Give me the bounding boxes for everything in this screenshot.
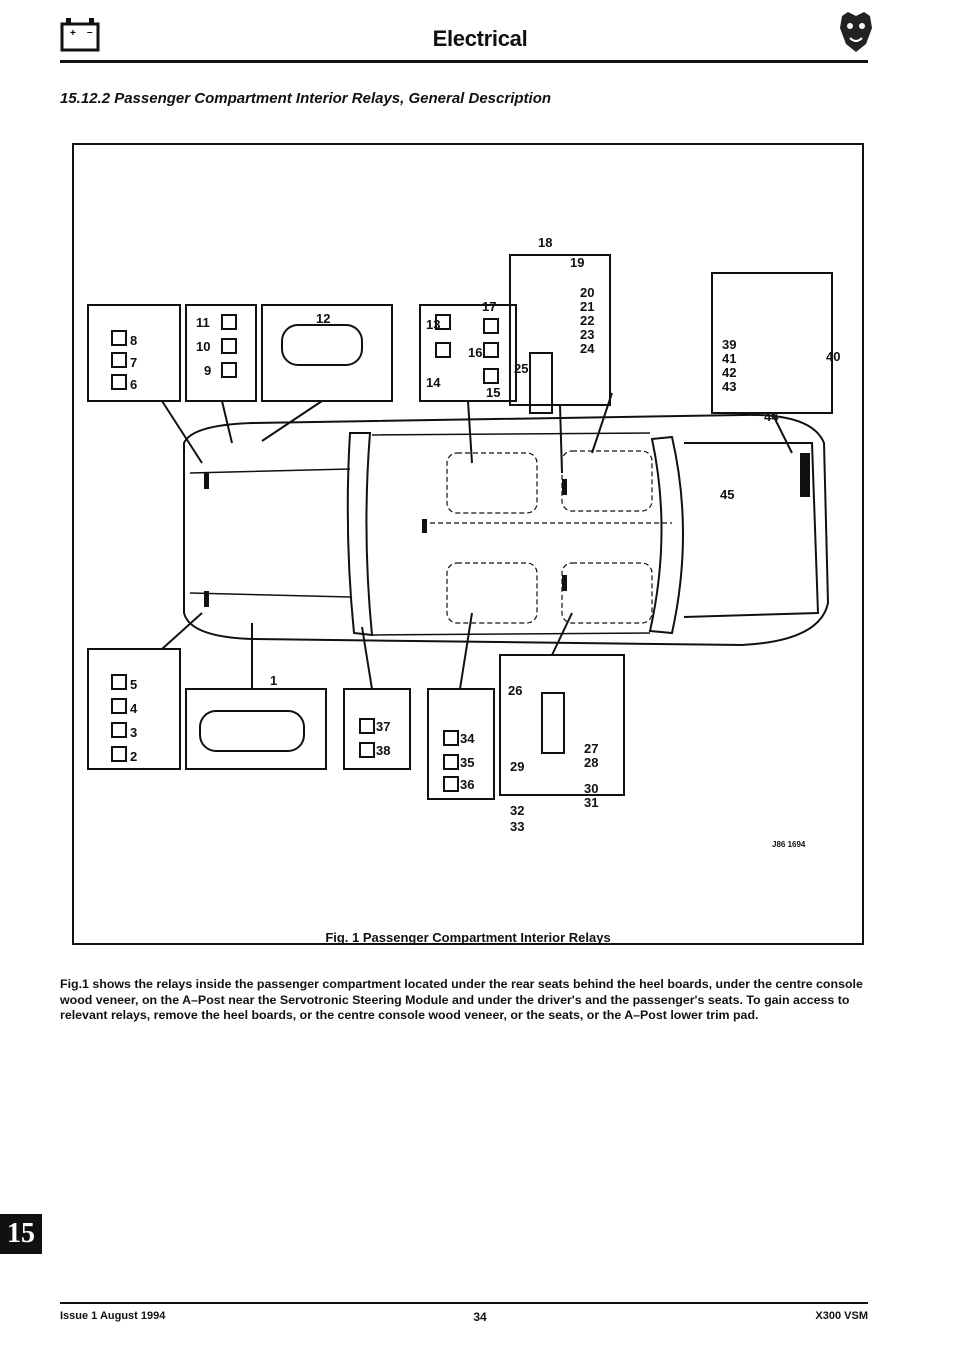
relay-label-41: 41 — [722, 351, 736, 366]
relay-label-18: 18 — [538, 235, 552, 250]
relay-label-29: 29 — [510, 759, 524, 774]
relay-label-20: 20 — [580, 285, 594, 300]
jaguar-logo-icon — [838, 10, 874, 54]
relay-label-44: 44 — [764, 409, 779, 424]
section-tab: 15 — [0, 1214, 42, 1254]
relay-label-38: 38 — [376, 743, 390, 758]
footer-document-id: X300 VSM — [815, 1310, 868, 1322]
relay-label-11: 11 — [196, 315, 210, 330]
relay-label-31: 31 — [584, 795, 598, 810]
rear-window — [648, 435, 684, 635]
callout-box-1 — [185, 688, 327, 770]
relay-label-9: 9 — [204, 363, 211, 378]
boot-outline — [683, 442, 820, 618]
relay-label-13: 13 — [426, 317, 440, 332]
page-title: Electrical — [432, 26, 528, 51]
callout-box-12 — [261, 304, 393, 402]
relay-label-30: 30 — [584, 781, 598, 796]
relay-label-34: 34 — [460, 731, 475, 746]
relay-label-12: 12 — [316, 311, 330, 326]
windscreen — [346, 432, 374, 637]
relay-label-40: 40 — [826, 349, 840, 364]
figure-caption: Fig. 1 Passenger Compartment Interior Re… — [325, 930, 611, 945]
relay-label-7: 7 — [130, 355, 137, 370]
relay-label-8: 8 — [130, 333, 137, 348]
callout-box-2-5 — [87, 648, 181, 770]
relay-label-16: 16 — [468, 345, 482, 360]
relay-label-19: 19 — [570, 255, 584, 270]
relay-label-37: 37 — [376, 719, 390, 734]
relay-label-36: 36 — [460, 777, 474, 792]
relay-label-32: 32 — [510, 803, 524, 818]
section-heading: 15.12.2 Passenger Compartment Interior R… — [60, 90, 552, 107]
relay-label-4: 4 — [130, 701, 138, 716]
figure-frame — [72, 143, 864, 945]
callout-box-6-8 — [87, 304, 181, 402]
relay-label-43: 43 — [722, 379, 736, 394]
relay-label-17: 17 — [482, 299, 496, 314]
relay-label-15: 15 — [486, 385, 500, 400]
car-body-outline — [183, 413, 830, 647]
callout-box-26-33 — [499, 654, 625, 796]
figure-reference: J86 1694 — [772, 840, 806, 849]
roof-outline — [371, 432, 651, 636]
seats-outline — [422, 450, 672, 624]
callout-box-9-11 — [185, 304, 257, 402]
relay-label-33: 33 — [510, 819, 524, 834]
svg-text:–: – — [87, 27, 93, 38]
relay-label-26: 26 — [508, 683, 522, 698]
relay-label-2: 2 — [130, 749, 137, 764]
header-rule — [60, 60, 868, 63]
battery-icon: + – — [60, 14, 100, 54]
footer-page-number: 34 — [473, 1310, 487, 1324]
relay-label-21: 21 — [580, 299, 594, 314]
relay-label-1: 1 — [270, 673, 277, 688]
bonnet-line — [189, 468, 351, 598]
relay-label-24: 24 — [580, 341, 595, 356]
relay-label-22: 22 — [580, 313, 594, 328]
relay-label-45: 45 — [720, 487, 734, 502]
callout-box-37-38 — [343, 688, 411, 770]
relay-label-6: 6 — [130, 377, 137, 392]
body-paragraph: Fig.1 shows the relays inside the passen… — [60, 977, 863, 1023]
relay-label-25: 25 — [514, 361, 528, 376]
relay-label-14: 14 — [426, 375, 441, 390]
relay-label-42: 42 — [722, 365, 736, 380]
svg-text:+: + — [70, 28, 76, 39]
relay-label-27: 27 — [584, 741, 598, 756]
relay-number-labels: 8 7 6 11 10 9 12 13 14 15 16 17 18 19 20… — [130, 235, 840, 834]
footer-issue: Issue 1 August 1994 — [60, 1310, 166, 1322]
relay-label-23: 23 — [580, 327, 594, 342]
callout-box-18-25 — [509, 254, 611, 406]
relay-label-28: 28 — [584, 755, 598, 770]
relay-label-5: 5 — [130, 677, 137, 692]
footer-rule — [60, 1302, 868, 1304]
relay-label-39: 39 — [722, 337, 736, 352]
relay-label-3: 3 — [130, 725, 137, 740]
relay-label-10: 10 — [196, 339, 210, 354]
relay-location-diagram: 8 7 6 11 10 9 12 13 14 15 16 17 18 19 20… — [87, 235, 840, 834]
relay-label-35: 35 — [460, 755, 474, 770]
